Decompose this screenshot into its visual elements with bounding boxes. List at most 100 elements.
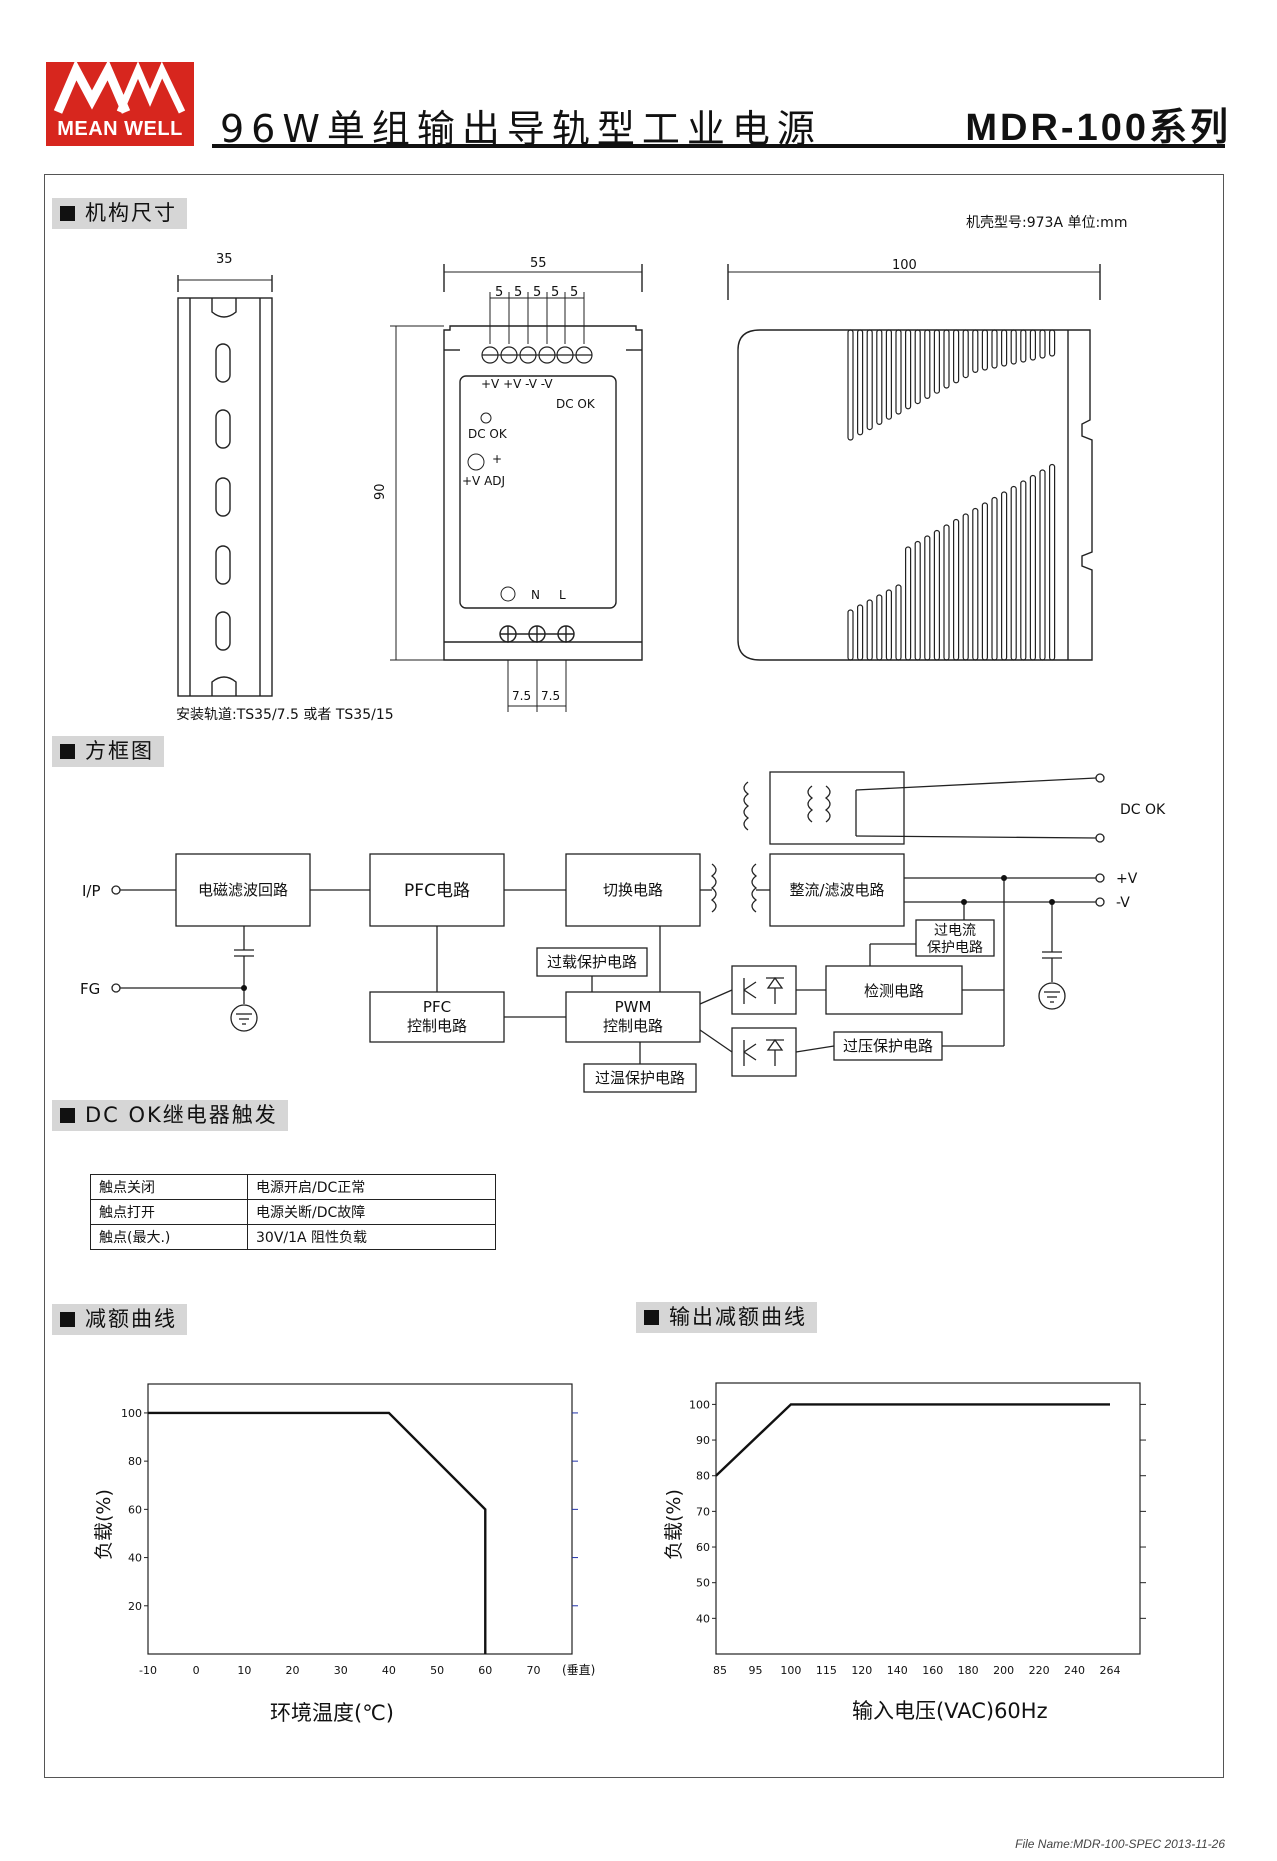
x-tick-label: 264 — [1100, 1664, 1121, 1677]
rail-note: 安装轨道:TS35/7.5 或者 TS35/15 — [176, 707, 394, 723]
label-v-minus: -V — [1116, 895, 1130, 911]
y-tick-label: 90 — [696, 1434, 710, 1447]
label-v-adj: +V ADJ — [462, 474, 505, 488]
x-tick-label: 240 — [1064, 1664, 1085, 1677]
x-tick-label: 0 — [193, 1664, 200, 1677]
block-switching: 切换电路 — [603, 881, 663, 899]
x-tick-label: 200 — [993, 1664, 1014, 1677]
dim-height: 90 — [373, 483, 388, 500]
block-pfc-control-2: 控制电路 — [407, 1017, 467, 1035]
dim-pitch-2: 5 — [514, 285, 522, 300]
block-pwm-control-1: PWM — [615, 998, 652, 1016]
plot-frame — [715, 1382, 1141, 1655]
terminal-labels: +V +V -V -V — [481, 377, 553, 391]
label-plus: + — [492, 452, 502, 466]
label-l: L — [559, 588, 566, 602]
block-pwm-control-2: 控制电路 — [603, 1017, 663, 1035]
derating-line — [148, 1411, 487, 1654]
block-pfc: PFC电路 — [404, 881, 470, 901]
y-tick-label: 60 — [696, 1541, 710, 1554]
dim-input-pitch-1: 7.5 — [512, 689, 531, 703]
x-tick-label: -10 — [139, 1664, 157, 1677]
x-tick-label: 30 — [334, 1664, 348, 1677]
y-tick-label: 80 — [128, 1455, 142, 1468]
dim-front-width: 55 — [530, 256, 547, 271]
output-derating-line — [715, 1403, 1110, 1477]
contact-meaning-cell: 电源关断/DC故障 — [247, 1199, 496, 1225]
footer-file-name: File Name:MDR-100-SPEC 2013-11-26 — [1015, 1837, 1225, 1851]
y-tick-label: 100 — [121, 1407, 142, 1420]
section-heading-dc-ok: DC OK继电器触发 — [52, 1100, 288, 1131]
block-overload: 过载保护电路 — [547, 953, 637, 971]
x-tick-label: 140 — [887, 1664, 908, 1677]
block-rectifier: 整流/滤波电路 — [789, 881, 884, 899]
dim-input-pitch-2: 7.5 — [541, 689, 560, 703]
x-tick-label: 120 — [851, 1664, 872, 1677]
x-tick-label: 40 — [382, 1664, 396, 1677]
section-heading-derating: 减额曲线 — [52, 1304, 187, 1335]
label-dc-ok-led: DC OK — [468, 427, 508, 441]
contact-meaning-cell: 30V/1A 阻性负载 — [247, 1224, 496, 1250]
dim-pitch-3: 5 — [533, 285, 541, 300]
label-fg: FG — [80, 980, 100, 998]
block-ocp-2: 保护电路 — [927, 940, 983, 956]
series-name: MDR-100系列 — [965, 107, 1231, 149]
block-ocp-1: 过电流 — [934, 923, 976, 939]
x-axis-label: 输入电压(VAC)60Hz — [852, 1699, 1048, 1723]
y-axis-label: 负载(%) — [663, 1489, 685, 1560]
x-tick-label: 115 — [816, 1664, 837, 1677]
x-tick-label: 20 — [286, 1664, 300, 1677]
section-heading-output-derating: 输出减额曲线 — [636, 1302, 817, 1333]
block-emi-filter: 电磁滤波回路 — [198, 881, 288, 899]
mechanical-drawing: 35 55 100 90 5 5 5 5 5 +V +V -V -V DC OK… — [177, 252, 1101, 712]
label-dc-ok-top: DC OK — [556, 397, 596, 411]
block-detect: 检测电路 — [864, 982, 924, 1000]
y-tick-label: 40 — [128, 1552, 142, 1565]
mw-logo-icon — [53, 59, 186, 114]
x-tick-label: 95 — [748, 1664, 762, 1677]
case-info: 机壳型号:973A 单位:mm — [966, 215, 1128, 231]
x-tick-label: 60 — [478, 1664, 492, 1677]
logo-text: MEAN WELL — [57, 118, 183, 140]
plot-frame — [147, 1383, 573, 1655]
x-tick-label: 180 — [958, 1664, 979, 1677]
section-heading-mechanical: 机构尺寸 — [52, 198, 187, 229]
mean-well-logo — [46, 59, 194, 146]
dim-depth: 100 — [892, 258, 917, 273]
section-heading-block-diagram: 方框图 — [52, 736, 164, 767]
content-frame — [44, 174, 1224, 1778]
x-tick-label: 160 — [922, 1664, 943, 1677]
dim-pitch-4: 5 — [551, 285, 559, 300]
x-tick-label: 220 — [1029, 1664, 1050, 1677]
dc-ok-table: 触点关闭电源开启/DC正常触点打开电源关断/DC故障触点(最大.)30V/1A … — [90, 1174, 496, 1250]
x-tick-label: 85 — [713, 1664, 727, 1677]
block-diagram: I/P FG 电磁滤波回路 PFC电路 切换电路 整流/滤波电路 过载保护电路 … — [80, 771, 1166, 1093]
label-n: N — [531, 588, 540, 602]
output-derating-chart: 85 95 100 115 120 140 160 180 200 220 240 264 40 50 60… — [663, 1382, 1146, 1723]
y-tick-label: 20 — [128, 1600, 142, 1613]
dim-pitch-1: 5 — [495, 285, 503, 300]
block-pfc-control-1: PFC — [423, 998, 451, 1016]
header-rule — [212, 144, 1225, 148]
label-ip: I/P — [82, 882, 101, 900]
y-axis-label: 负载(%) — [93, 1489, 115, 1560]
y-tick-label: 80 — [696, 1470, 710, 1483]
table-row: 触点(最大.)30V/1A 阻性负载 — [90, 1224, 496, 1250]
x-axis-suffix: (垂直) — [562, 1663, 595, 1677]
y-tick-label: 50 — [696, 1577, 710, 1590]
x-tick-label: 50 — [430, 1664, 444, 1677]
block-otp: 过温保护电路 — [595, 1069, 685, 1087]
x-tick-label: 100 — [780, 1664, 801, 1677]
dim-pitch-5: 5 — [570, 285, 578, 300]
contact-state-cell: 触点(最大.) — [90, 1224, 248, 1250]
dim-rail-width: 35 — [216, 252, 233, 267]
x-tick-label: 10 — [237, 1664, 251, 1677]
block-ovp: 过压保护电路 — [843, 1037, 933, 1055]
y-tick-label: 40 — [696, 1612, 710, 1625]
label-dc-ok-output: DC OK — [1120, 802, 1166, 818]
x-tick-label: 70 — [526, 1664, 540, 1677]
y-tick-label: 100 — [689, 1398, 710, 1411]
y-tick-label: 70 — [696, 1505, 710, 1518]
document-title: 96W单组输出导轨型工业电源 — [220, 107, 822, 151]
